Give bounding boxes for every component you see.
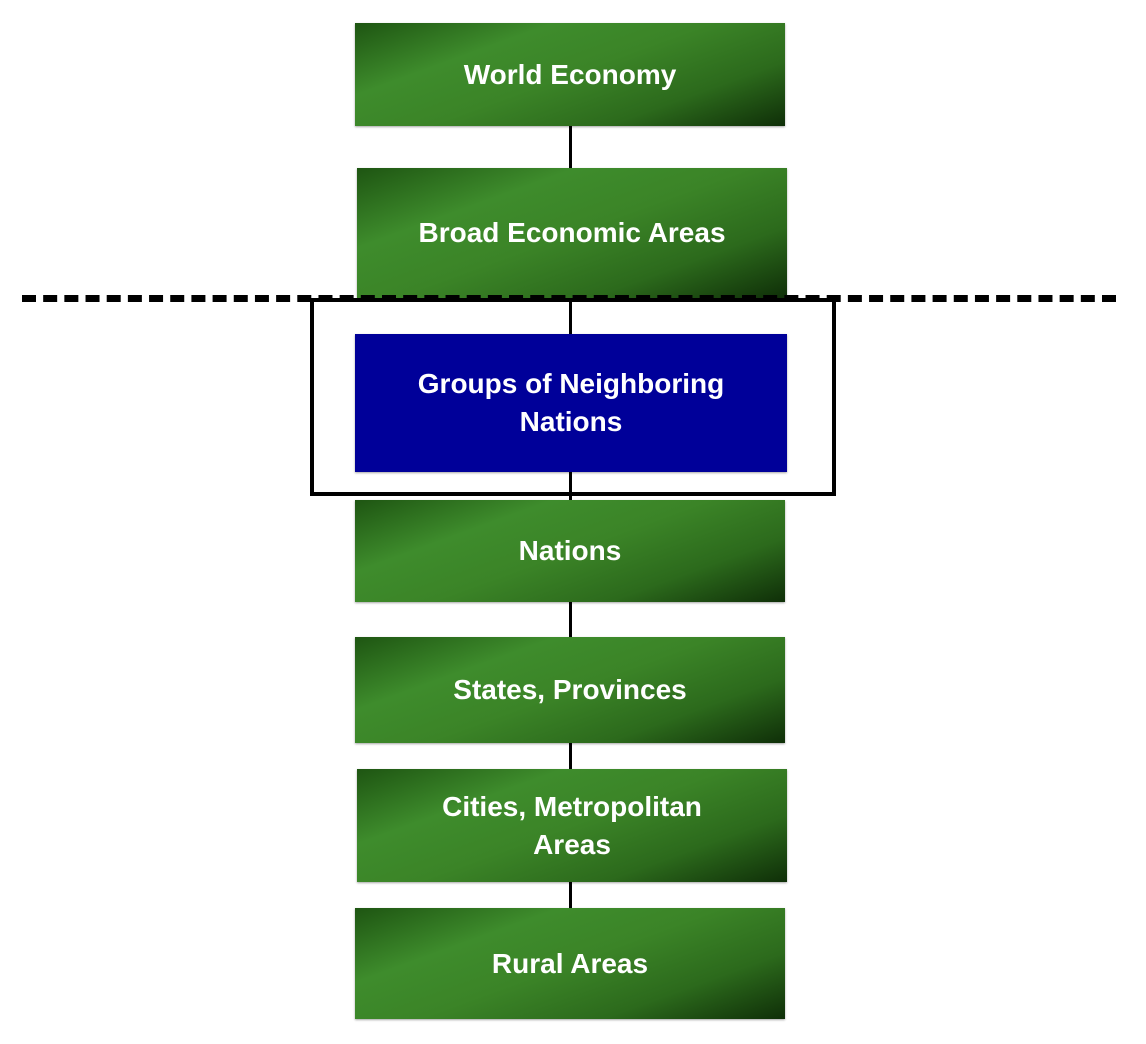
connector-line	[569, 125, 572, 170]
level-box-cities-metropolitan-areas: Cities, Metropolitan Areas	[357, 769, 787, 882]
level-box-rural-areas: Rural Areas	[355, 908, 785, 1019]
connector-line	[569, 741, 572, 771]
highlight-frame	[310, 298, 836, 496]
level-label: Broad Economic Areas	[418, 217, 726, 248]
level-label: Rural Areas	[491, 947, 649, 979]
level-box-nations: Nations	[355, 500, 785, 602]
level-label: Nations	[518, 535, 622, 566]
level-box-broad-economic-areas: Broad Economic Areas	[357, 168, 787, 298]
connector-line	[569, 294, 572, 336]
level-label: World Economy	[463, 58, 677, 90]
connector-line	[569, 470, 572, 502]
level-label: States, Provinces	[453, 674, 687, 705]
level-box-groups-of-neighboring-nations: Groups of Neighboring Nations	[355, 334, 787, 472]
level-label: Cities, Metropolitan Areas	[442, 790, 702, 860]
level-box-world-economy: World Economy	[355, 23, 785, 126]
connector-line	[569, 601, 572, 639]
connector-line	[569, 880, 572, 910]
level-box-states-provinces: States, Provinces	[355, 637, 785, 743]
level-label: Groups of Neighboring Nations	[417, 368, 725, 437]
